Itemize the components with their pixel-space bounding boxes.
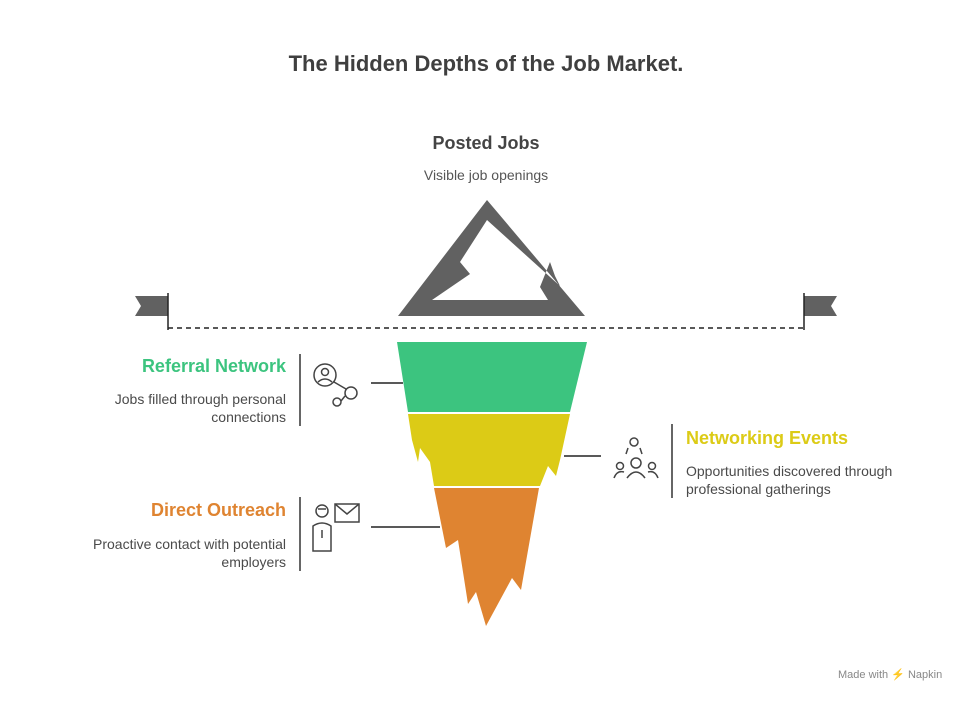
posted-jobs-description: Visible job openings: [423, 167, 549, 183]
networking-events-title: Networking Events: [686, 428, 849, 448]
referral-layer: [397, 342, 587, 412]
posted-jobs-title: Posted Jobs: [432, 133, 540, 153]
outreach-desc-line-2: employers: [221, 554, 286, 570]
referral-network-description: Jobs filled through personal connections: [60, 390, 286, 426]
networking-layer: [408, 414, 570, 486]
outreach-desc-line-1: Proactive contact with potential: [93, 536, 286, 552]
networking-events-description: Opportunities discovered through profess…: [686, 462, 946, 498]
diagram-title: The Hidden Depths of the Job Market.: [288, 51, 684, 76]
referral-desc-line-1: Jobs filled through personal: [114, 391, 286, 407]
referral-network-title: Referral Network: [141, 356, 286, 376]
direct-outreach-description: Proactive contact with potential employe…: [40, 535, 286, 571]
right-flag-icon: [803, 293, 837, 330]
networking-desc-line-1: Opportunities discovered through: [686, 463, 893, 479]
outreach-layer: [434, 488, 539, 626]
person-network-icon: [313, 363, 358, 407]
person-mail-icon: [312, 503, 360, 552]
direct-outreach-title: Direct Outreach: [150, 500, 286, 520]
mountain-icon: [398, 200, 585, 316]
people-group-icon: [613, 437, 659, 479]
networking-desc-line-2: professional gatherings: [686, 481, 831, 497]
referral-desc-line-2: connections: [211, 409, 286, 425]
napkin-watermark: Made with ⚡ Napkin: [838, 669, 943, 681]
left-flag-icon: [135, 293, 169, 330]
